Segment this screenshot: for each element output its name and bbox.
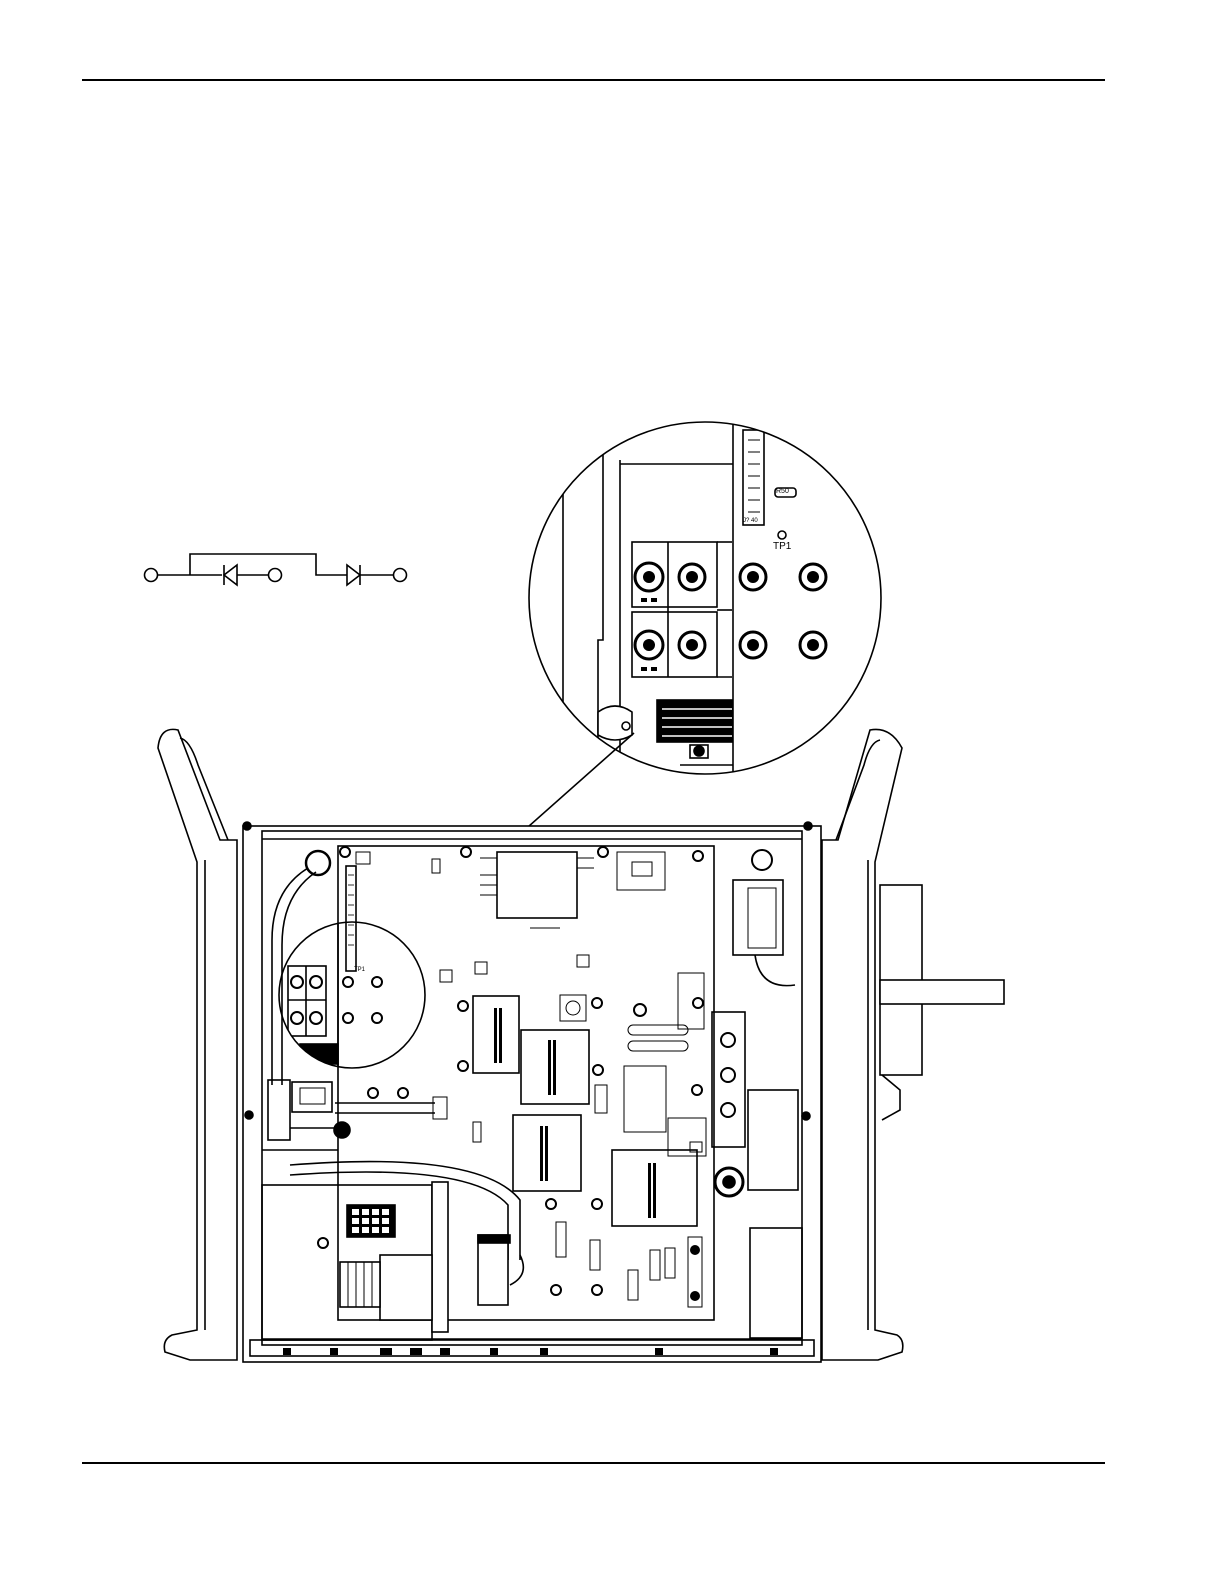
label-r50: R50 [776, 488, 789, 495]
zoom-detail: R50 TP1 J? 40 [529, 420, 881, 790]
label-tp1-small: TP1 [354, 967, 366, 973]
label-tp1: TP1 [773, 541, 792, 552]
diode-symbol [145, 554, 407, 585]
label-j40: J? 40 [743, 518, 758, 524]
machine: TP1 [158, 729, 1004, 1362]
